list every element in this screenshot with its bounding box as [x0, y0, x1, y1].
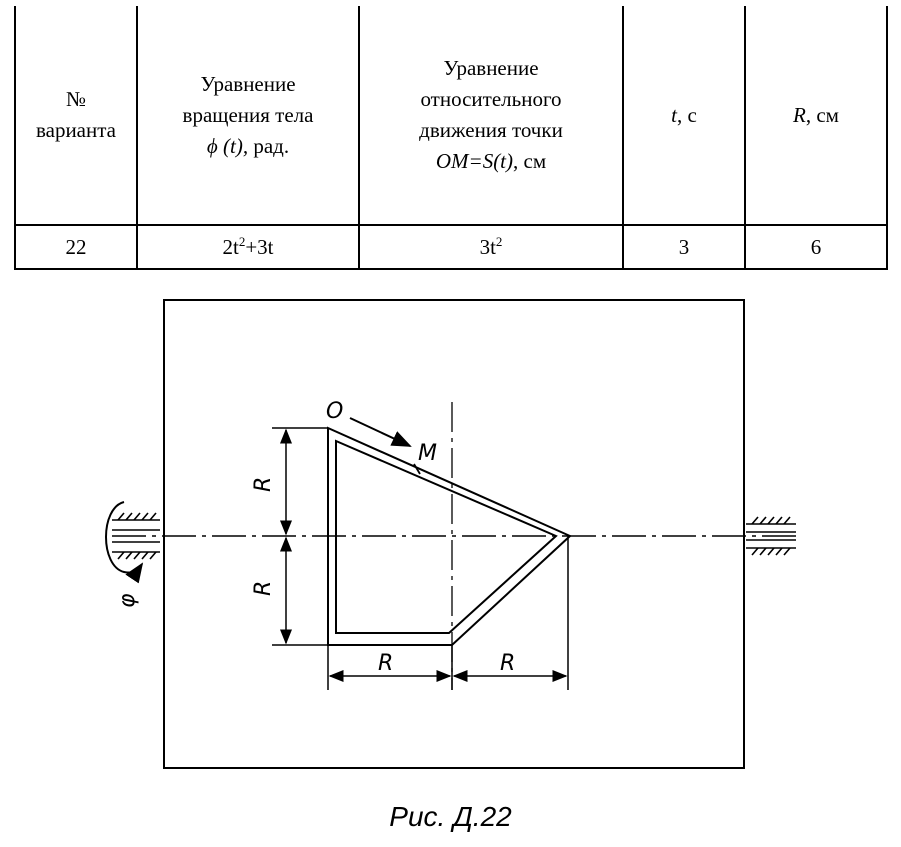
variant-table: № варианта Уравнение вращения тела ϕ (t)… [14, 6, 888, 270]
vertical-dimension [272, 427, 328, 646]
horizontal-dimension [327, 536, 569, 690]
header-relative-motion-equation: Уравнение относительного движения точки … [358, 6, 624, 225]
cell-rotation-equation: 2t2+3t [136, 224, 360, 270]
cell-time: 3 [622, 224, 746, 270]
cell-variant: 22 [14, 224, 138, 270]
label-radius-bottom: R [251, 581, 276, 596]
label-phi: φ [115, 593, 140, 608]
label-radius-top: R [251, 477, 276, 492]
cell-radius: 6 [744, 224, 888, 270]
header-radius: R, см [744, 6, 888, 225]
cell-relative-equation: 3t2 [358, 224, 624, 270]
left-bearing [112, 512, 160, 560]
right-bearing [746, 516, 796, 556]
point-m-marker [413, 463, 421, 475]
table-header-row: № варианта Уравнение вращения тела ϕ (t)… [14, 6, 888, 225]
label-point-m: M [418, 441, 437, 466]
table-row: 22 2t2+3t 3t2 3 6 [14, 224, 888, 270]
figure-frame [163, 299, 745, 769]
header-time: t, с [622, 6, 746, 225]
label-radius-right-dim: R [500, 651, 515, 676]
label-radius-left-dim: R [378, 651, 393, 676]
label-point-o: O [326, 399, 343, 424]
rotation-arrow-icon [105, 501, 144, 584]
header-rotation-equation: Уравнение вращения тела ϕ (t), рад. [136, 6, 360, 225]
header-variant: № варианта [14, 6, 138, 225]
figure-caption: Рис. Д.22 [389, 801, 512, 832]
motion-arrow [349, 417, 412, 447]
